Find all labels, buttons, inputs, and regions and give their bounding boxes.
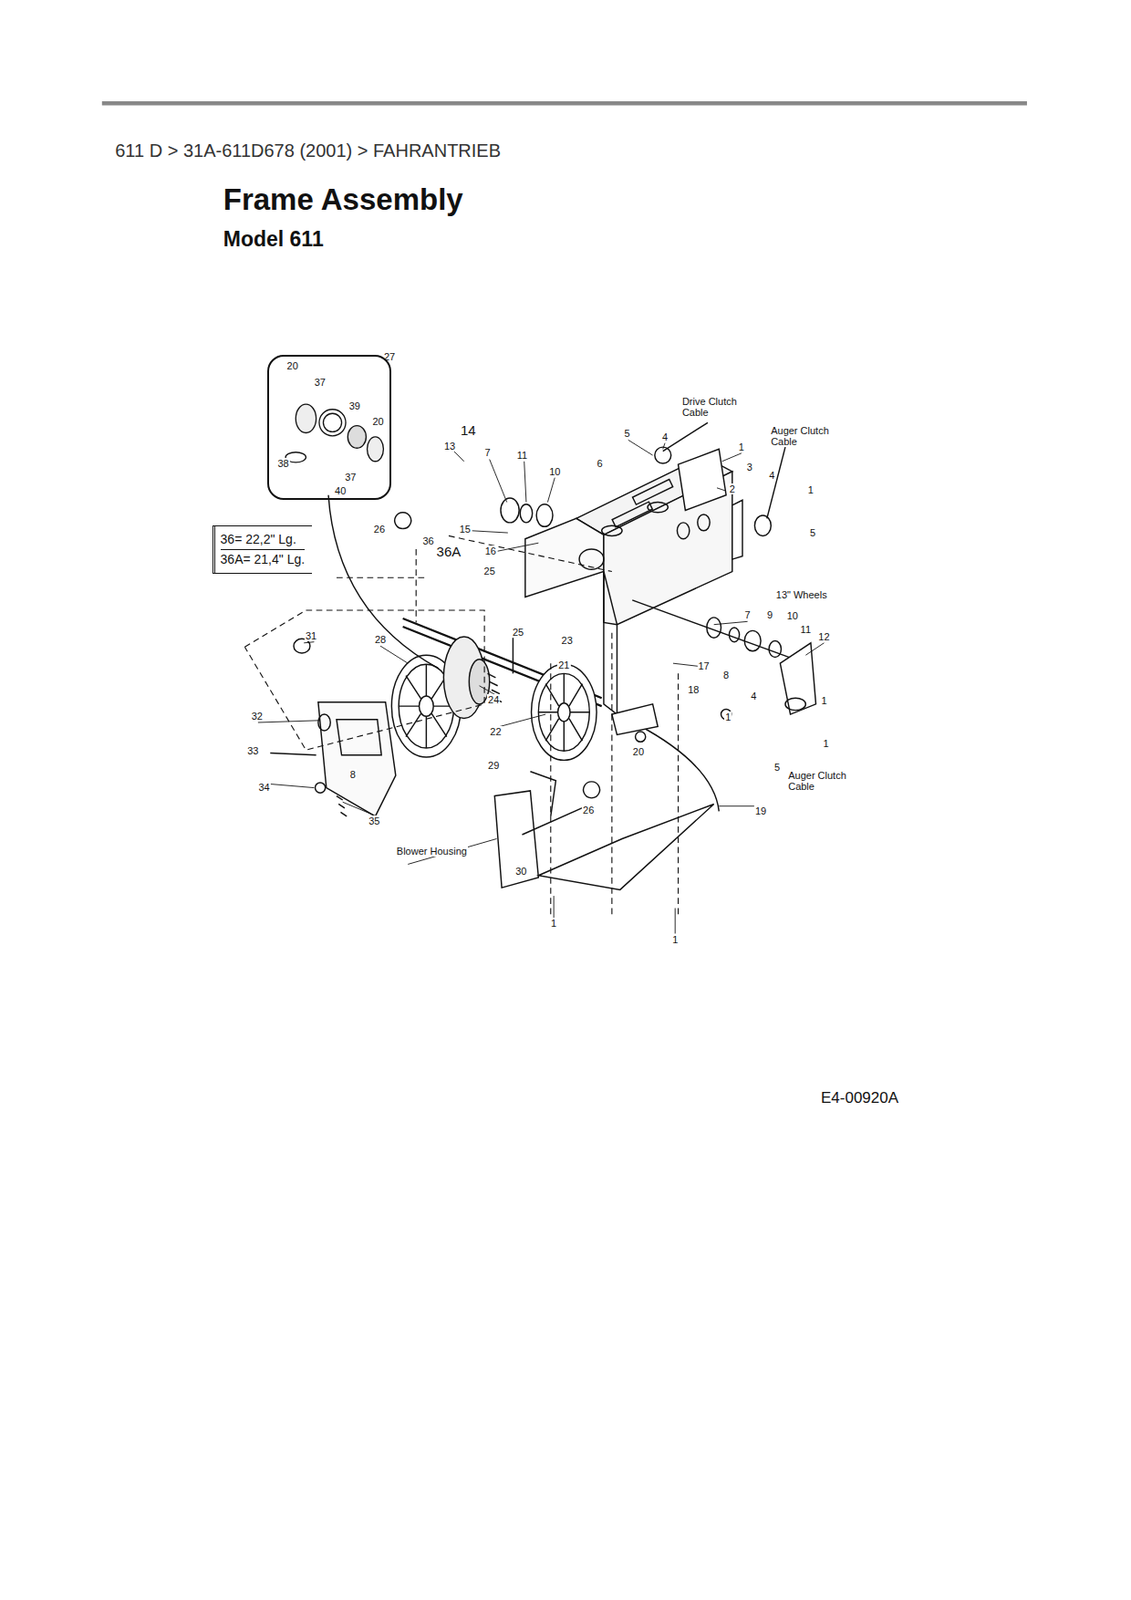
callout-number: 1 — [549, 917, 558, 929]
callout-number: 20 — [632, 746, 645, 758]
callout-number: 11 — [516, 449, 529, 461]
callout-number: 1 — [737, 441, 746, 453]
callout-number: 2 — [728, 483, 737, 495]
callout-number: 38 — [276, 457, 290, 469]
callout-number: 25 — [483, 565, 497, 577]
annotation-text: Auger Clutch Cable — [787, 769, 861, 792]
callout-number: 10 — [786, 610, 799, 622]
dimension-table: 36= 22,2" Lg.36A= 21,4" Lg. — [212, 525, 313, 574]
callout-number: 40 — [333, 485, 347, 497]
dimension-text: 36A= 21,4" Lg. — [220, 549, 306, 570]
callout-number: 10 — [548, 466, 561, 478]
callout-number: 20 — [371, 415, 384, 426]
callout-number: 16 — [484, 545, 498, 557]
callout-number: 22 — [488, 726, 502, 737]
callout-number: 7 — [483, 446, 491, 458]
callout-number: 5 — [623, 427, 632, 439]
callout-number: 6 — [595, 457, 603, 469]
callout-number: 35 — [367, 815, 381, 827]
callout-number: 5 — [809, 527, 817, 539]
callout-number: 1 — [671, 933, 679, 945]
callout-number: 29 — [487, 759, 500, 771]
detail-inset: 20 37 39 20 38 37 40 — [267, 354, 392, 500]
callout-number: 8 — [349, 768, 357, 780]
callout-number: 17 — [696, 660, 710, 672]
callout-number: 32 — [250, 710, 264, 722]
callout-number: 36 — [421, 535, 435, 547]
callout-number: 21 — [557, 659, 571, 671]
callout-number: 15 — [458, 523, 472, 535]
callout-number: 1 — [807, 484, 815, 496]
diagram-title: Frame Assembly — [222, 183, 465, 217]
callout-number: 19 — [754, 805, 768, 817]
callout-number: 5 — [773, 761, 781, 773]
callout-number: 1 — [819, 695, 828, 706]
callout-number: 23 — [560, 634, 574, 646]
callout-number: 26 — [373, 523, 386, 535]
callout-number: 3 — [746, 461, 754, 473]
annotation-text: E4-00920A — [819, 1089, 900, 1108]
callout-number: 37 — [343, 471, 357, 483]
callout-number: 4 — [661, 431, 669, 443]
callout-number: 34 — [257, 781, 270, 793]
callout-number: 8 — [722, 669, 730, 681]
annotation-text: Model 611 — [222, 228, 325, 251]
callout-number: 25 — [511, 626, 525, 638]
callout-number: 37 — [313, 376, 327, 388]
callout-number: 13 — [443, 440, 457, 452]
callout-number: 26 — [581, 804, 595, 816]
annotation-text: 13" Wheels — [775, 589, 829, 601]
annotation-text: Blower Housing — [395, 845, 468, 857]
callout-number: 9 — [766, 609, 774, 621]
callout-number: 30 — [514, 865, 528, 877]
callout-number: 24 — [487, 694, 500, 706]
annotation-text: 611 D > 31A-611D678 (2001) > FAHRANTRIEB — [114, 140, 502, 161]
callout-number: 11 — [799, 623, 812, 635]
callout-number: 1 — [724, 711, 732, 723]
callout-number: 18 — [686, 684, 700, 696]
annotation-text: Drive Clutch Cable — [681, 395, 755, 418]
annotation-text: Auger Clutch Cable — [769, 425, 843, 447]
callout-number: 31 — [304, 630, 318, 642]
callout-number: 28 — [373, 633, 387, 645]
callout-number: 36A — [435, 544, 463, 561]
dimension-text: 36= 22,2" Lg. — [220, 529, 306, 550]
callout-number: 4 — [749, 690, 758, 702]
callout-number: 14 — [459, 423, 478, 439]
callout-number: 4 — [767, 469, 776, 481]
callout-number: 33 — [246, 745, 260, 757]
callout-number: 1 — [822, 737, 831, 749]
callout-number: 12 — [817, 631, 831, 643]
callout-number: 39 — [348, 400, 362, 412]
callout-number: 7 — [744, 609, 752, 621]
callout-number: 27 — [383, 351, 396, 363]
callout-number: 20 — [286, 360, 300, 372]
